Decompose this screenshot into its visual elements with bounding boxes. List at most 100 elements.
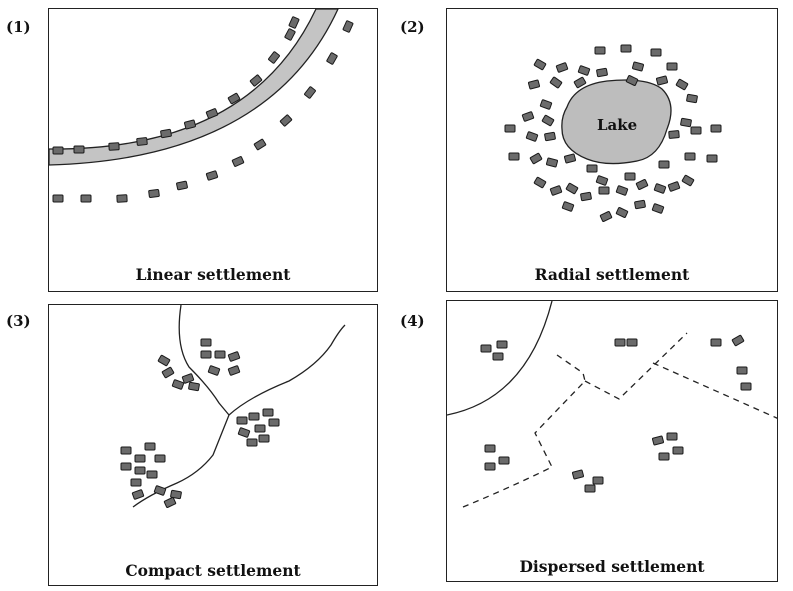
house-block <box>655 75 669 86</box>
house-block <box>157 354 171 367</box>
house-block <box>304 86 316 99</box>
house-block <box>268 51 280 64</box>
house-block <box>615 207 629 218</box>
house-block <box>498 456 510 465</box>
house-block <box>634 199 646 210</box>
house-block <box>268 418 280 427</box>
house-block <box>577 65 591 76</box>
house-block <box>214 350 226 359</box>
house-block <box>258 434 270 443</box>
house-block <box>539 99 553 110</box>
house-block <box>624 172 636 181</box>
house-block <box>205 108 219 119</box>
house-block <box>131 489 145 500</box>
panel-3-caption: Compact settlement <box>125 561 301 580</box>
house-block <box>592 476 604 485</box>
house-block <box>595 175 609 186</box>
panel-1-number: (1) <box>6 18 31 36</box>
house-block <box>533 176 547 189</box>
house-block <box>584 484 596 493</box>
house-block <box>484 462 496 471</box>
house-block <box>188 381 200 392</box>
house-block <box>710 338 722 347</box>
lake-shape <box>561 79 672 165</box>
house-block <box>651 435 665 446</box>
house-block <box>525 131 539 142</box>
panel-2-number: (2) <box>400 18 425 36</box>
house-block <box>279 114 293 127</box>
house-block <box>667 181 681 192</box>
house-block <box>154 454 166 463</box>
house-block <box>342 20 354 33</box>
house-block <box>527 79 541 90</box>
house-block <box>681 174 695 187</box>
house-block <box>626 338 638 347</box>
house-block <box>130 478 142 487</box>
house-block <box>594 46 606 55</box>
house-block <box>227 365 241 376</box>
houses-group <box>480 334 752 493</box>
house-block <box>545 157 559 168</box>
house-block <box>672 446 684 455</box>
house-block <box>686 93 698 104</box>
house-block <box>680 117 692 128</box>
house-block <box>529 152 543 165</box>
house-block <box>625 75 639 86</box>
house-block <box>544 131 556 142</box>
house-block <box>120 462 132 471</box>
house-block <box>504 124 516 133</box>
house-block <box>666 432 678 441</box>
house-block <box>176 180 188 191</box>
panel-2-caption: Radial settlement <box>534 265 690 284</box>
house-block <box>615 185 629 196</box>
house-block <box>183 119 197 130</box>
panel-4-caption: Dispersed settlement <box>519 557 705 576</box>
house-block <box>533 58 547 71</box>
panel-1-caption: Linear settlement <box>135 265 291 284</box>
house-block <box>484 444 496 453</box>
radial-settlement-diagram: Lake <box>504 44 722 222</box>
house-block <box>565 182 579 195</box>
house-block <box>731 334 745 347</box>
house-block <box>144 442 156 451</box>
house-block <box>684 152 696 161</box>
compact-settlement-diagram <box>120 305 346 508</box>
house-block <box>586 164 598 173</box>
houses-group <box>504 44 722 222</box>
house-block <box>492 352 504 361</box>
house-block <box>599 211 613 222</box>
dashed-path-right <box>652 362 777 419</box>
house-block <box>170 489 182 500</box>
house-block <box>153 485 167 496</box>
house-block <box>561 201 575 212</box>
house-block <box>496 340 508 349</box>
house-block <box>80 194 92 203</box>
house-block <box>161 366 175 379</box>
house-block <box>573 76 587 89</box>
house-block <box>160 128 172 139</box>
houses-group <box>52 16 354 203</box>
house-block <box>508 152 520 161</box>
house-block <box>658 452 670 461</box>
house-block <box>620 44 632 53</box>
panel-linear-settlement: Linear settlement <box>48 8 378 292</box>
house-block <box>116 194 128 203</box>
house-block <box>740 382 752 391</box>
panel-compact-settlement: Compact settlement <box>48 304 378 586</box>
panel-3-number: (3) <box>6 312 31 330</box>
house-block <box>549 185 563 196</box>
house-block <box>326 52 338 65</box>
dashed-path-ridge <box>584 332 688 400</box>
house-block <box>254 424 266 433</box>
panel-4-number: (4) <box>400 312 425 330</box>
house-block <box>205 170 219 181</box>
house-block <box>549 76 563 89</box>
house-block <box>207 365 221 376</box>
house-block <box>52 146 64 155</box>
house-block <box>598 186 610 195</box>
house-block <box>148 189 160 198</box>
house-block <box>675 78 689 91</box>
house-block <box>248 412 260 421</box>
house-block <box>73 145 85 154</box>
house-block <box>253 138 267 151</box>
